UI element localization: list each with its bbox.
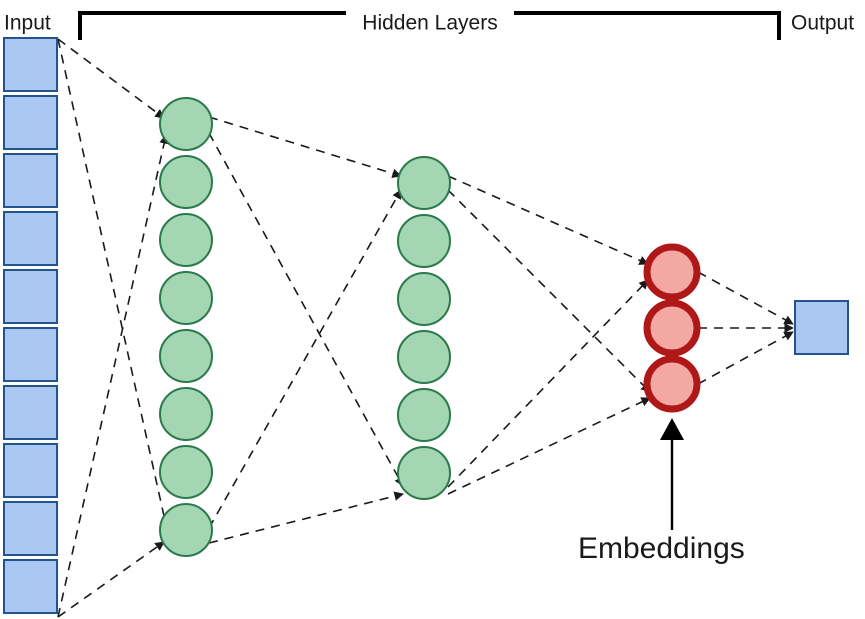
connection-edge	[57, 134, 169, 618]
embedding-layer-node	[643, 355, 701, 413]
input-layer-node	[3, 153, 58, 208]
connection-edge	[447, 279, 649, 488]
hidden-layer-2-node	[397, 388, 451, 442]
hidden-layer-1-node	[159, 387, 213, 441]
output-label: Output	[791, 12, 854, 35]
hidden-layer-2-node	[397, 214, 451, 268]
input-label: Input	[4, 12, 51, 35]
embedding-layer-node	[643, 243, 701, 301]
connection-edge	[208, 116, 402, 179]
output-layer-node	[794, 300, 849, 355]
hidden-layer-2-node	[397, 156, 451, 210]
hidden-layers-label: Hidden Layers	[362, 12, 497, 35]
input-layer	[3, 37, 58, 614]
hidden-layer-2-node	[397, 272, 451, 326]
hidden-layer-1-node	[159, 271, 213, 325]
hidden-layers-bracket	[78, 11, 781, 40]
input-layer-node	[3, 559, 58, 614]
hidden-layer-1-node	[159, 155, 213, 209]
input-layer-node	[3, 327, 58, 382]
input-layer-node	[3, 95, 58, 150]
connection-edge	[208, 189, 402, 529]
hidden-layer-1-node	[159, 97, 213, 151]
connection-edge	[447, 175, 649, 265]
connection-edge	[697, 331, 794, 385]
hidden-layer-1-node	[159, 329, 213, 383]
hidden-layer-1-node	[159, 503, 213, 557]
connection-edge	[447, 189, 651, 393]
connection-edge	[57, 541, 165, 618]
connection-edges	[57, 38, 794, 618]
connection-edge	[57, 38, 171, 535]
embeddings-label: Embeddings	[578, 532, 745, 565]
connection-edge	[697, 271, 794, 325]
connection-edge	[447, 397, 651, 495]
input-layer-node	[3, 443, 58, 498]
hidden-layer-1-node	[159, 213, 213, 267]
embeddings-annotation: Embeddings	[578, 418, 745, 565]
output-layer	[794, 300, 849, 355]
hidden-layer-2-node	[397, 446, 451, 500]
input-layer-node	[3, 501, 58, 556]
connection-edge	[208, 491, 404, 544]
input-layer-node	[3, 37, 58, 92]
embeddings-arrowhead-icon	[660, 418, 684, 440]
hidden-layer-2-node	[397, 330, 451, 384]
embedding-layer-node	[643, 299, 701, 357]
embedding-layer	[643, 243, 701, 413]
hidden-layer-1	[159, 97, 213, 557]
connection-edge	[57, 38, 165, 119]
input-layer-node	[3, 269, 58, 324]
hidden-layer-1-node	[159, 445, 213, 499]
connection-edge	[208, 132, 404, 487]
input-layer-node	[3, 211, 58, 266]
input-layer-node	[3, 385, 58, 440]
hidden-layer-2	[397, 156, 451, 500]
